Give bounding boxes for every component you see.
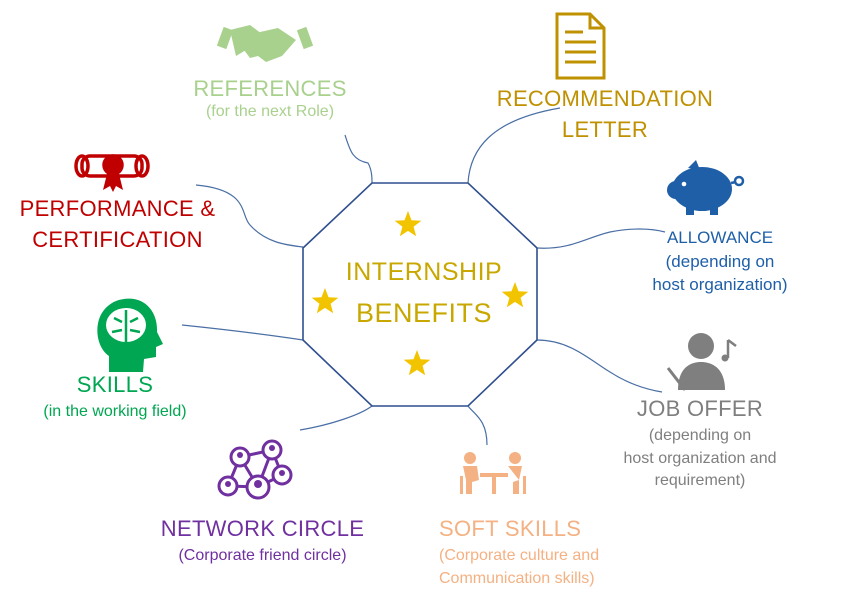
document-icon bbox=[555, 12, 606, 80]
connector-job-offer bbox=[536, 339, 663, 393]
connector-lines bbox=[181, 107, 666, 446]
references-title: REFERENCES bbox=[193, 76, 347, 101]
allowance-subtitle-line1: (depending on bbox=[665, 251, 775, 271]
recommendation-block: RECOMMENDATION LETTER bbox=[480, 86, 730, 143]
connector-recommendation bbox=[467, 107, 561, 184]
piggy-bank-icon bbox=[667, 160, 745, 215]
allowance-title: ALLOWANCE bbox=[666, 228, 774, 247]
connector-skills bbox=[181, 324, 304, 341]
connector-soft-skills bbox=[467, 405, 488, 446]
center-title-line2: BENEFITS bbox=[355, 298, 493, 328]
star-group bbox=[311, 211, 529, 376]
skills-subtitle: (in the working field) bbox=[43, 403, 187, 421]
references-subtitle: (for the next Role) bbox=[205, 103, 335, 121]
performance-title-line2: CERTIFICATION bbox=[32, 227, 203, 253]
brain-head-icon bbox=[97, 298, 163, 372]
recommendation-title-line1: RECOMMENDATION bbox=[496, 86, 714, 111]
star-icon bbox=[394, 211, 422, 237]
job-offer-subtitle-line3: requirement) bbox=[654, 472, 746, 490]
references-block: REFERENCES (for the next Role) bbox=[160, 76, 380, 122]
network-title: NETWORK CIRCLE bbox=[160, 516, 365, 541]
skills-block: SKILLS (in the working field) bbox=[10, 372, 220, 422]
connector-performance bbox=[195, 184, 304, 248]
soft-skills-subtitle-line1: (Corporate culture and bbox=[439, 547, 600, 565]
handshake-icon bbox=[216, 25, 314, 62]
connector-allowance bbox=[536, 228, 666, 249]
recommendation-title-line2: LETTER bbox=[561, 117, 649, 143]
meeting-icon bbox=[460, 452, 526, 494]
job-offer-block: JOB OFFER (depending on host organizatio… bbox=[600, 396, 800, 490]
star-icon bbox=[311, 288, 339, 314]
job-offer-subtitle-line1: (depending on bbox=[648, 427, 752, 445]
job-offer-title: JOB OFFER bbox=[636, 396, 764, 421]
skills-title: SKILLS bbox=[76, 372, 154, 397]
presenter-icon bbox=[666, 333, 737, 391]
soft-skills-title: SOFT SKILLS bbox=[439, 516, 582, 541]
network-block: NETWORK CIRCLE (Corporate friend circle) bbox=[150, 516, 375, 566]
soft-skills-block: SOFT SKILLS (Corporate culture and Commu… bbox=[425, 516, 645, 588]
performance-title-line1: PERFORMANCE & bbox=[19, 196, 216, 221]
job-offer-subtitle-line2: host organization and bbox=[623, 449, 777, 467]
allowance-block: ALLOWANCE (depending on host organizatio… bbox=[625, 228, 815, 295]
center-title-line1: INTERNSHIP bbox=[345, 258, 503, 286]
star-icon bbox=[403, 350, 431, 376]
certificate-icon bbox=[74, 154, 150, 192]
network-icon bbox=[217, 439, 293, 500]
star-icon bbox=[501, 282, 529, 308]
connector-references bbox=[344, 134, 373, 184]
center-octagon bbox=[302, 182, 538, 407]
allowance-subtitle-line2: host organization) bbox=[652, 275, 788, 295]
soft-skills-subtitle-line2: Communication skills) bbox=[439, 569, 595, 587]
performance-block: PERFORMANCE & CERTIFICATION bbox=[10, 196, 225, 253]
connector-network bbox=[299, 405, 373, 431]
network-subtitle: (Corporate friend circle) bbox=[178, 547, 347, 565]
